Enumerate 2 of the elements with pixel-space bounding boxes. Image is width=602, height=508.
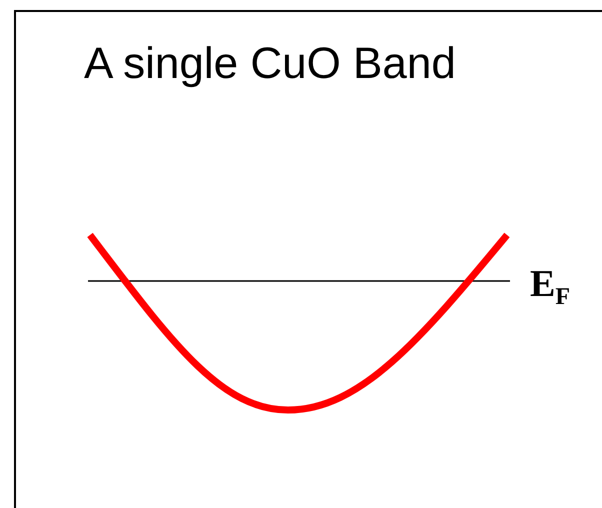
fermi-level-label: E$_{F}$ (530, 262, 570, 312)
title: A single CuO Band (84, 38, 456, 90)
